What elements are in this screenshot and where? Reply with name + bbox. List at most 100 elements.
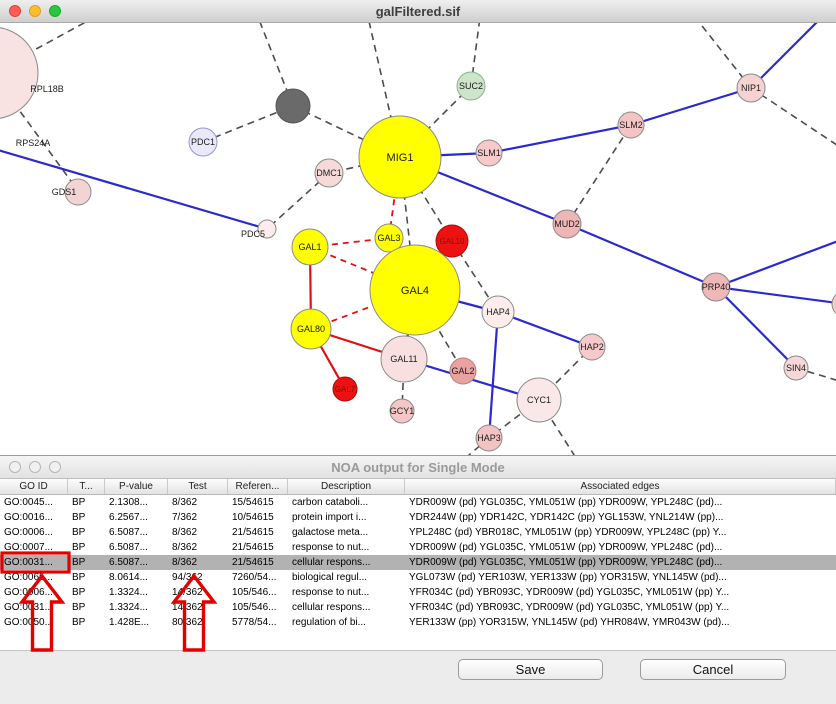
edge-blue[interactable] — [497, 310, 593, 349]
edge-dash[interactable] — [695, 23, 752, 89]
column-header-test[interactable]: Test — [168, 479, 228, 494]
node-pdc1[interactable] — [188, 127, 218, 157]
node-mud2[interactable] — [552, 209, 582, 239]
node-hap2[interactable] — [578, 333, 606, 361]
node-label-rpl18b: RPL18B — [30, 84, 64, 94]
node-label-gcy1: GCY1 — [390, 406, 415, 416]
node-label-gal3: GAL3 — [377, 233, 400, 243]
node-prp40[interactable] — [701, 272, 731, 302]
close-button[interactable] — [9, 5, 21, 17]
edge-blue[interactable] — [566, 222, 717, 289]
cell: YDR009W (pd) YGL035C, YML051W (pp) YDR00… — [409, 542, 723, 553]
cell: BP — [72, 587, 86, 598]
cell: 7260/54... — [232, 572, 277, 583]
edge-blue[interactable] — [630, 86, 752, 127]
cell: YGL073W (pd) YER103W, YER133W (pp) YOR31… — [409, 572, 727, 583]
node-gal80[interactable] — [290, 308, 332, 350]
node-gray[interactable] — [275, 88, 311, 124]
node-gds1[interactable] — [64, 178, 92, 206]
node-gal11[interactable] — [380, 335, 428, 383]
node-cyc1[interactable] — [516, 377, 562, 423]
minimize-button[interactable] — [29, 5, 41, 17]
cancel-button[interactable]: Cancel — [640, 659, 786, 680]
node-label-cyc1: CYC1 — [527, 395, 551, 405]
node-sin4[interactable] — [783, 355, 809, 381]
edge-blue[interactable] — [750, 23, 822, 89]
graph-window-titlebar[interactable]: galFiltered.sif — [0, 0, 836, 23]
cell: BP — [72, 602, 86, 613]
node-label-nip1: NIP1 — [741, 83, 761, 93]
cell: GO:0050... — [4, 617, 53, 628]
node-hap4[interactable] — [481, 295, 515, 329]
cell: YDR244W (pp) YDR142C, YDR142C (pp) YGL15… — [409, 512, 724, 523]
column-header-associated-edges[interactable]: Associated edges — [405, 479, 836, 494]
node-gal2[interactable] — [449, 357, 477, 385]
column-header-t-[interactable]: T... — [68, 479, 105, 494]
node-gal4[interactable] — [369, 244, 461, 336]
edge-reddash[interactable] — [309, 246, 416, 291]
edge-blue[interactable] — [487, 311, 500, 439]
column-header-p-value[interactable]: P-value — [105, 479, 168, 494]
cell: BP — [72, 557, 86, 568]
node-gal7[interactable] — [332, 376, 358, 402]
graph-window-title: galFiltered.sif — [375, 3, 461, 19]
zoom-button[interactable] — [49, 5, 61, 17]
cell: BP — [72, 512, 86, 523]
node-pdc5[interactable] — [257, 219, 277, 239]
column-header-go-id[interactable]: GO ID — [0, 479, 68, 494]
cell: galactose meta... — [292, 527, 369, 538]
cell: 21/54615 — [232, 542, 274, 553]
cell: 1.3324... — [109, 587, 148, 598]
edge-blue[interactable] — [488, 123, 632, 155]
cell: BP — [72, 542, 86, 553]
noa-window-titlebar[interactable]: NOA output for Single Mode — [0, 456, 836, 479]
node-slm1[interactable] — [475, 139, 503, 167]
node-gal3[interactable] — [374, 223, 404, 253]
node-label-suc2: SUC2 — [459, 81, 483, 91]
node-gal1[interactable] — [291, 228, 329, 266]
edge-dash[interactable] — [795, 367, 836, 383]
edge-blue[interactable] — [715, 238, 836, 289]
edge-dash[interactable] — [401, 358, 405, 412]
node-gal10[interactable] — [435, 224, 469, 258]
cell: YDR009W (pd) YGL035C, YML051W (pp) YDR00… — [409, 557, 723, 568]
node-dmc1[interactable] — [314, 158, 344, 188]
minimize-button[interactable] — [29, 461, 41, 473]
edge-dash[interactable] — [750, 87, 836, 151]
close-button[interactable] — [9, 461, 21, 473]
node-mig1[interactable] — [358, 115, 442, 199]
edge-blue[interactable] — [715, 286, 797, 369]
node-suc2[interactable] — [456, 71, 486, 101]
zoom-button[interactable] — [49, 461, 61, 473]
node-hap3[interactable] — [475, 424, 503, 452]
column-header-referen-[interactable]: Referen... — [228, 479, 288, 494]
node-rpl18b[interactable] — [0, 27, 39, 119]
save-button[interactable]: Save — [458, 659, 603, 680]
node-label-mig1: MIG1 — [387, 152, 414, 164]
edge-blue[interactable] — [0, 143, 268, 231]
edge-dash[interactable] — [202, 105, 294, 143]
node-label-gal11: GAL11 — [390, 354, 417, 364]
node-slm2[interactable] — [617, 111, 645, 139]
cell: 6.2567... — [109, 512, 148, 523]
edge-dash[interactable] — [566, 124, 632, 225]
node-nip1[interactable] — [736, 73, 766, 103]
column-header-description[interactable]: Description — [288, 479, 405, 494]
edge-blue[interactable] — [715, 285, 836, 304]
node-label-prp40: PRP40 — [702, 282, 731, 292]
node-gcy1[interactable] — [389, 398, 415, 424]
window-controls — [9, 5, 61, 17]
node-partial[interactable] — [831, 291, 836, 317]
cell: GO:0031... — [4, 602, 53, 613]
